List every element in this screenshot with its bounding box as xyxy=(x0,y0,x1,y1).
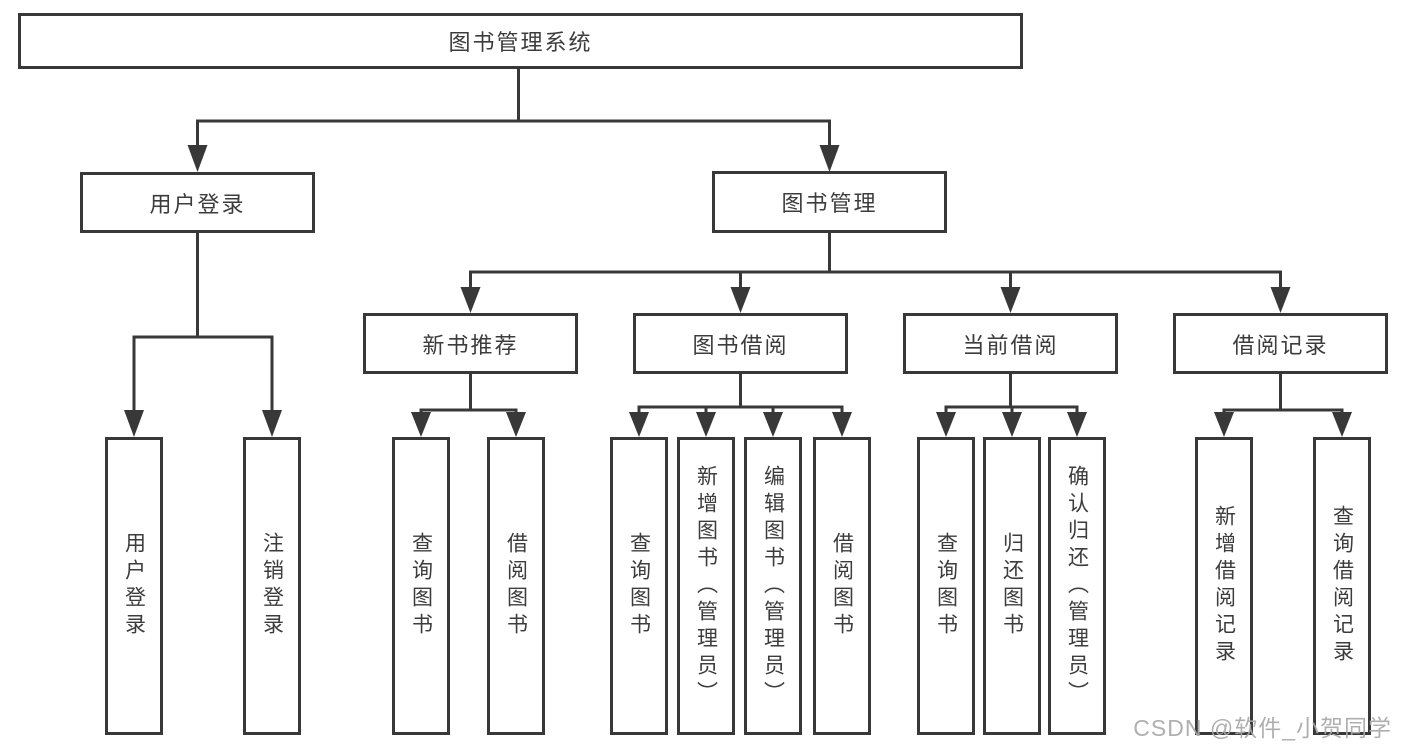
node-library-management-system: 图书管理系统 xyxy=(18,13,1023,69)
leaf-label: 确认归还（管理员） xyxy=(1065,464,1089,708)
leaf-edit-book-admin: 编辑图书（管理员） xyxy=(744,437,802,735)
leaf-query-books-borrowing: 查询图书 xyxy=(610,437,668,735)
leaf-confirm-return-admin: 确认归还（管理员） xyxy=(1048,437,1106,735)
leaf-borrow-books-recommend: 借阅图书 xyxy=(487,437,545,735)
node-label: 图书管理系统 xyxy=(448,30,593,55)
leaf-add-book-admin: 新增图书（管理员） xyxy=(677,437,735,735)
connector-userlogin-to-leaves xyxy=(132,231,274,414)
node-book-borrowing: 图书借阅 xyxy=(633,313,848,374)
leaf-label: 查询图书 xyxy=(934,532,958,640)
leaf-user-login: 用户登录 xyxy=(105,437,163,735)
connector-bookmgmt-to-level3 xyxy=(469,231,1282,290)
node-book-management: 图书管理 xyxy=(712,171,947,233)
node-label: 新书推荐 xyxy=(422,332,519,358)
node-current-borrowing: 当前借阅 xyxy=(903,313,1118,374)
node-user-login: 用户登录 xyxy=(80,172,315,233)
leaf-query-borrow-record: 查询借阅记录 xyxy=(1313,437,1371,735)
csdn-watermark: CSDN @软件_小贺同学 xyxy=(1133,715,1392,741)
leaf-label: 新增借阅记录 xyxy=(1212,505,1236,667)
leaf-label: 查询图书 xyxy=(627,532,651,640)
connector-currentborrow-to-leaves xyxy=(944,372,1079,416)
node-label: 图书管理 xyxy=(781,191,878,216)
leaf-label: 查询借阅记录 xyxy=(1330,505,1354,667)
leaf-add-borrow-record: 新增借阅记录 xyxy=(1195,437,1253,735)
leaf-label: 用户登录 xyxy=(122,532,146,640)
leaf-label: 注销登录 xyxy=(260,532,284,640)
node-label: 借阅记录 xyxy=(1232,332,1329,358)
leaf-label: 归还图书 xyxy=(1000,532,1024,640)
leaf-query-books-recommend: 查询图书 xyxy=(392,437,450,735)
node-label: 用户登录 xyxy=(149,191,246,217)
leaf-borrow-books-borrowing: 借阅图书 xyxy=(813,437,871,735)
node-new-book-recommend: 新书推荐 xyxy=(363,313,578,374)
arrowheads xyxy=(124,145,1352,437)
connector-bookborrow-to-leaves xyxy=(637,372,844,416)
leaf-label: 借阅图书 xyxy=(830,532,854,640)
leaf-label: 查询图书 xyxy=(409,532,433,640)
node-label: 图书借阅 xyxy=(692,332,789,358)
connector-root-to-level2 xyxy=(196,67,831,148)
leaf-logout: 注销登录 xyxy=(243,437,301,735)
node-borrowing-records: 借阅记录 xyxy=(1173,313,1388,374)
leaf-query-books-current: 查询图书 xyxy=(917,437,975,735)
connector-newbook-to-leaves xyxy=(419,372,518,416)
connector-records-to-leaves xyxy=(1222,372,1344,416)
leaf-label: 编辑图书（管理员） xyxy=(761,464,785,708)
node-label: 当前借阅 xyxy=(962,332,1059,358)
leaf-label: 借阅图书 xyxy=(504,532,528,640)
leaf-label: 新增图书（管理员） xyxy=(694,464,718,708)
leaf-return-books: 归还图书 xyxy=(983,437,1041,735)
